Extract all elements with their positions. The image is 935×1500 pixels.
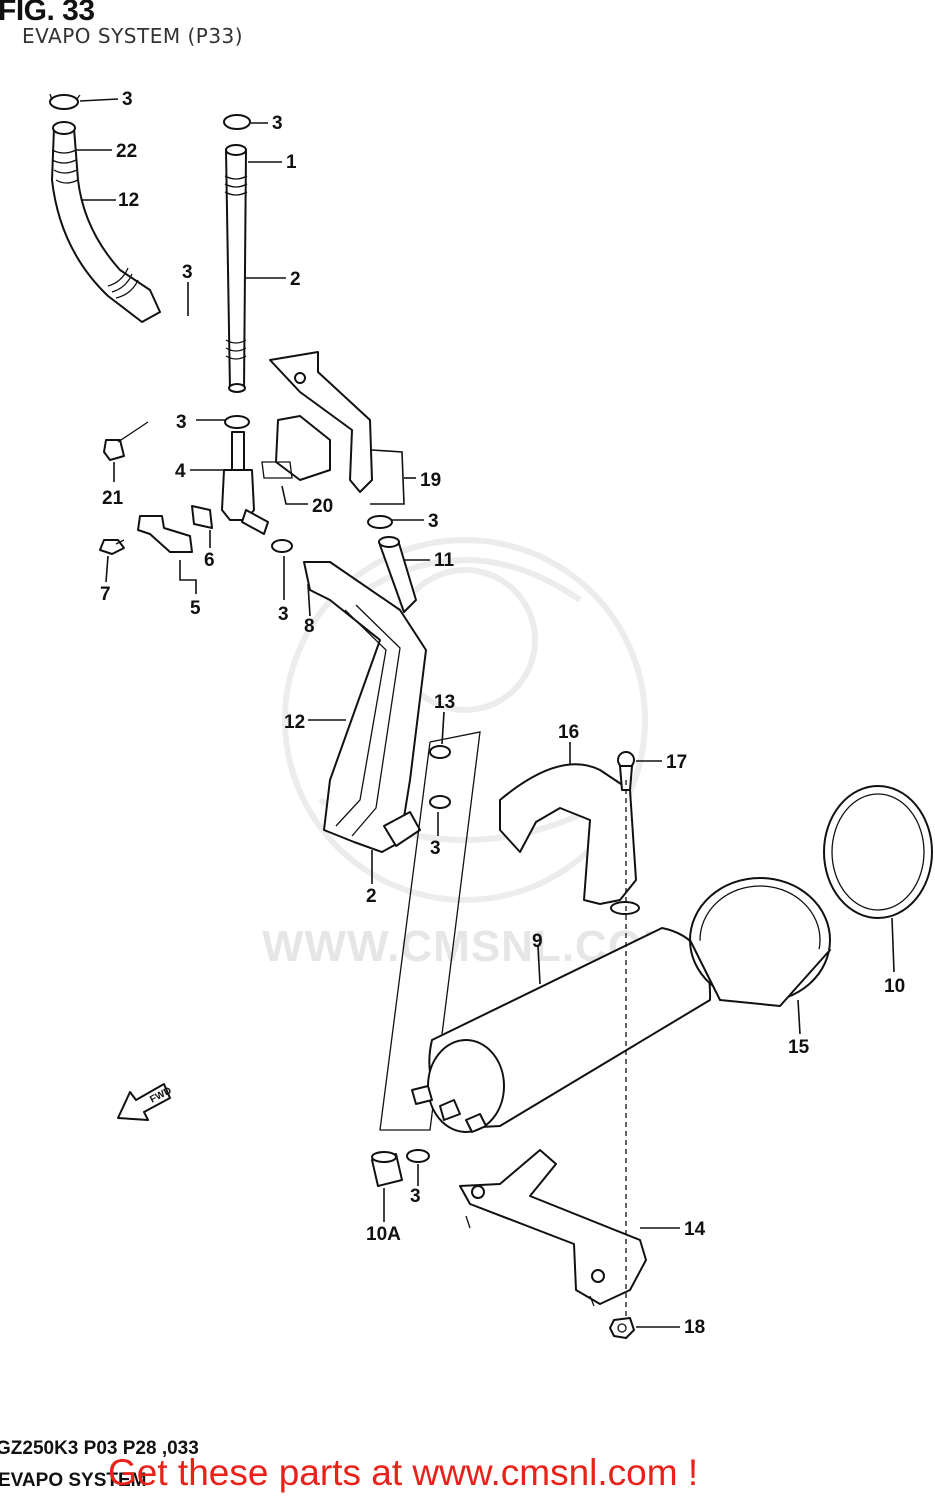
callout-11: 11 (434, 550, 455, 571)
callout-3: 3 (428, 511, 439, 532)
callout-17: 17 (666, 752, 687, 773)
hose-8-12-lower (303, 561, 427, 853)
callout-16: 16 (558, 722, 579, 743)
model-code: GZ250K3 P03 P28 ,033 (0, 1438, 199, 1459)
canister-9 (411, 927, 712, 1133)
callout-10A: 10A (366, 1224, 401, 1245)
clamp-3-top-center (223, 114, 251, 130)
clamp-13 (429, 745, 451, 809)
callout-22: 22 (116, 141, 137, 162)
callout-18: 18 (684, 1317, 705, 1338)
hose-11 (378, 536, 417, 613)
callout-3: 3 (278, 604, 289, 625)
leader-lines (76, 98, 895, 1328)
callout-15: 15 (788, 1037, 810, 1058)
callout-2: 2 (366, 886, 377, 907)
clip-5-6 (137, 505, 213, 553)
callout-labels: 3 22 12 3 1 2 3 3 4 21 19 20 3 11 6 7 5 … (100, 89, 905, 1338)
callout-12: 12 (284, 712, 305, 733)
clamp-3-top-left (49, 93, 81, 110)
fwd-arrow-icon: FWD (117, 1083, 174, 1121)
callout-8: 8 (304, 616, 315, 637)
hose-1-2-vertical (224, 144, 248, 393)
callout-3: 3 (272, 113, 283, 134)
bolt-17 (617, 751, 635, 791)
callout-13: 13 (434, 692, 455, 713)
callout-6: 6 (204, 550, 215, 571)
model-name: EVAPO SYSTEM (0, 1470, 147, 1491)
figure-subtitle: EVAPO SYSTEM (P33) (22, 24, 244, 48)
callout-14: 14 (684, 1219, 706, 1240)
plug-10A (371, 1149, 430, 1187)
figure-title: FIG. 33 (0, 0, 95, 27)
callout-5: 5 (190, 598, 201, 619)
callout-3: 3 (182, 262, 193, 283)
bracket-16 (499, 763, 640, 915)
callout-21: 21 (102, 488, 124, 509)
callout-20: 20 (312, 496, 333, 517)
band-15 (689, 877, 831, 1007)
bracket-19 (261, 351, 373, 493)
promo-link[interactable]: Get these parts at www.cmsnl.com ! (108, 1452, 699, 1493)
callout-4: 4 (175, 461, 186, 482)
callout-7: 7 (100, 584, 111, 605)
callout-12: 12 (118, 190, 139, 211)
callout-3: 3 (122, 89, 133, 110)
callout-1: 1 (286, 152, 297, 173)
callout-3: 3 (176, 412, 187, 433)
callout-3: 3 (430, 838, 441, 859)
bolt-21 (103, 421, 149, 461)
valve-4 (221, 415, 269, 535)
callout-2: 2 (290, 269, 301, 290)
callout-3: 3 (410, 1186, 421, 1207)
screw-7 (99, 539, 125, 555)
bracket-14 (459, 1149, 647, 1307)
callout-9: 9 (532, 931, 543, 952)
hose-12-upper (51, 121, 161, 323)
callout-10: 10 (884, 976, 905, 997)
callout-19: 19 (420, 470, 441, 491)
clamp-3-mid (271, 515, 393, 553)
cap-10 (823, 785, 933, 919)
nut-18 (609, 1317, 635, 1339)
